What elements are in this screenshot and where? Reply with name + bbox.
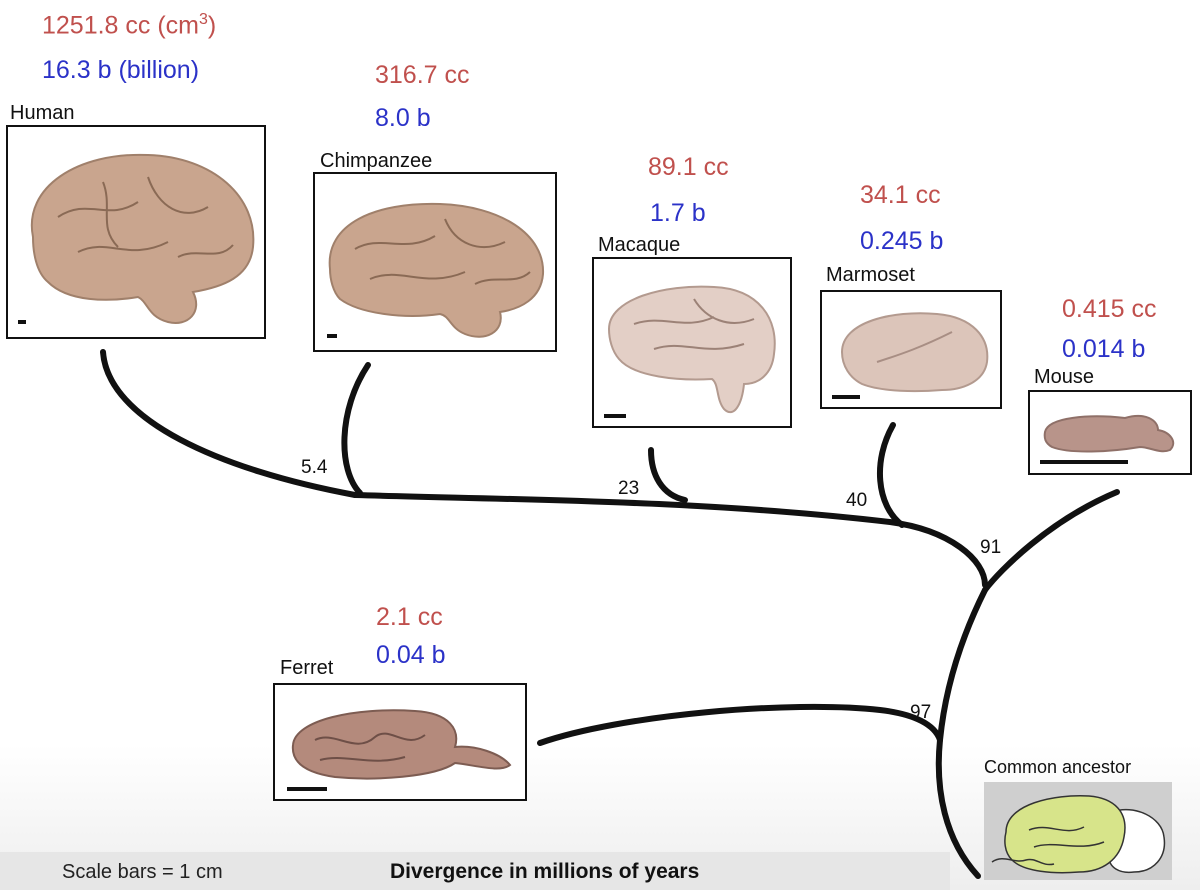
axis-title: Divergence in millions of years [390, 860, 700, 883]
node-label-mouse: 91 [980, 537, 1002, 558]
mouse-scale-bar [1040, 460, 1128, 464]
chimpanzee-brain-panel [313, 172, 557, 352]
macaque-brain-image [607, 285, 776, 414]
node-label-ferret: 97 [910, 702, 932, 723]
branch-chimpanzee [341, 362, 371, 496]
scale-bar-note: Scale bars = 1 cm [62, 861, 223, 883]
macaque-brain-panel [592, 257, 792, 428]
ferret-neurons: 0.04 b [376, 641, 446, 669]
node-label-marmoset: 40 [846, 490, 868, 511]
node-label-macaque: 23 [618, 478, 640, 499]
footer-band [0, 852, 950, 890]
ferret-brain-image [291, 709, 512, 780]
ferret-volume: 2.1 cc [376, 603, 443, 631]
marmoset-brain-image [840, 312, 989, 393]
chimpanzee-brain-image [328, 202, 545, 338]
branch-macaque [648, 447, 688, 503]
branch-human [100, 349, 358, 498]
branch-root [935, 737, 981, 879]
ferret-label: Ferret [280, 657, 334, 679]
marmoset-label: Marmoset [826, 264, 915, 286]
branch-trunk [937, 587, 988, 743]
ferret-scale-bar [287, 787, 327, 791]
branch-main-upper [352, 492, 988, 588]
marmoset-neurons: 0.245 b [860, 227, 944, 255]
macaque-neurons: 1.7 b [650, 199, 706, 227]
branch-marmoset [876, 422, 905, 528]
macaque-scale-bar [604, 414, 626, 418]
macaque-volume: 89.1 cc [648, 153, 729, 181]
marmoset-scale-bar [832, 395, 860, 399]
ferret-brain-panel [273, 683, 527, 801]
macaque-label: Macaque [598, 234, 681, 256]
common-ancestor-brain-image [991, 795, 1166, 874]
common-ancestor-label: Common ancestor [984, 757, 1132, 777]
common-ancestor-panel [984, 782, 1172, 880]
node-label-human-chimp: 5.4 [301, 457, 328, 478]
mouse-volume: 0.415 cc [1062, 295, 1157, 323]
mouse-brain-image [1043, 414, 1175, 453]
branch-mouse [982, 489, 1120, 593]
mouse-brain-panel [1028, 390, 1192, 475]
chimpanzee-volume: 316.7 cc [375, 61, 470, 89]
mouse-neurons: 0.014 b [1062, 335, 1146, 363]
chimpanzee-scale-bar [327, 334, 337, 338]
chimpanzee-label: Chimpanzee [320, 150, 433, 172]
mouse-label: Mouse [1034, 366, 1095, 388]
marmoset-brain-panel [820, 290, 1002, 409]
chimpanzee-neurons: 8.0 b [375, 104, 431, 132]
human-label: Human [10, 102, 75, 124]
human-neurons: 16.3 b (billion) [42, 56, 200, 84]
human-brain-image [30, 153, 255, 324]
branch-ferret [537, 703, 943, 746]
marmoset-volume: 34.1 cc [860, 181, 941, 209]
human-volume: 1251.8 cc (cm3) [42, 11, 217, 40]
human-brain-panel [6, 125, 266, 339]
human-scale-bar [18, 320, 26, 324]
